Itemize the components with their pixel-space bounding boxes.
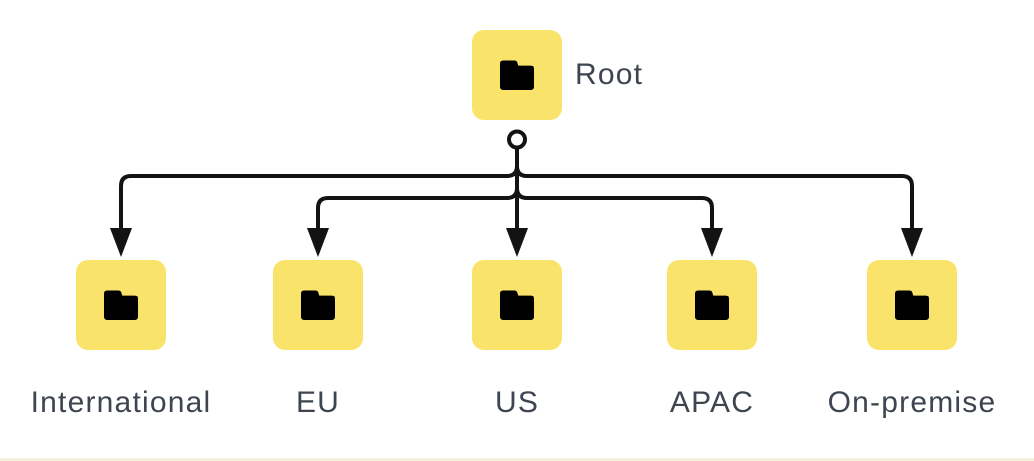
node-on-premise xyxy=(867,260,957,350)
folder-icon xyxy=(695,290,729,320)
node-eu xyxy=(273,260,363,350)
node-on-premise-label: On-premise xyxy=(827,386,997,419)
node-eu-label: EU xyxy=(295,386,341,419)
node-us-label: US xyxy=(494,386,540,419)
node-us xyxy=(472,260,562,350)
node-apac xyxy=(667,260,757,350)
bottom-panel-edge xyxy=(0,458,1034,461)
node-international-label: International xyxy=(30,386,212,419)
folder-icon xyxy=(104,290,138,320)
arrow-down-icon xyxy=(110,228,132,257)
arrow-down-icon xyxy=(901,228,923,257)
connector-branch-eu xyxy=(316,187,519,233)
folder-icon xyxy=(500,60,534,90)
node-apac-label: APAC xyxy=(669,386,755,419)
connector-branch-apac xyxy=(515,187,714,233)
folder-icon xyxy=(500,290,534,320)
arrow-down-icon xyxy=(506,228,528,257)
node-international xyxy=(76,260,166,350)
folder-icon xyxy=(895,290,929,320)
arrow-down-icon xyxy=(307,228,329,257)
connector-origin-dot xyxy=(507,129,527,150)
connector-branch-on-premise xyxy=(515,165,914,233)
folder-icon xyxy=(301,290,335,320)
node-root xyxy=(472,30,562,120)
node-root-label: Root xyxy=(575,58,644,91)
arrow-down-icon xyxy=(701,228,723,257)
